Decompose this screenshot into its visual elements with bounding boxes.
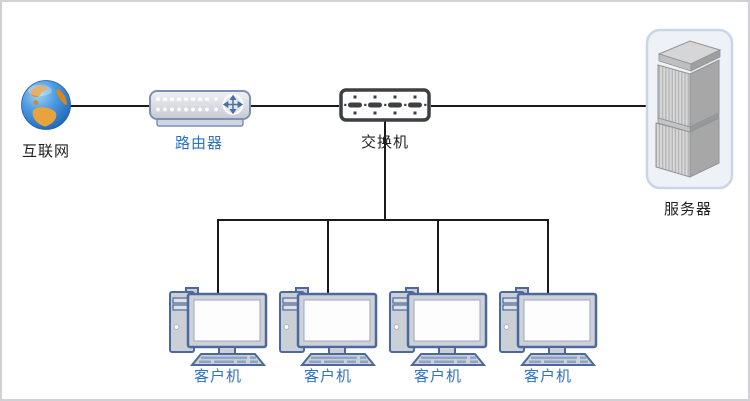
switch-icon[interactable] <box>339 87 431 123</box>
desktop-computer-icon[interactable] <box>388 286 488 366</box>
router-icon[interactable] <box>148 88 252 130</box>
server-label: 服务器 <box>663 201 712 218</box>
client-1-label: 客户机 <box>193 368 242 385</box>
server-icon[interactable] <box>645 28 734 192</box>
globe-icon[interactable] <box>20 79 72 131</box>
client-2-label: 客户机 <box>303 368 352 385</box>
desktop-computer-icon[interactable] <box>498 286 598 366</box>
link-switch-bus <box>384 119 386 220</box>
link-switch-server <box>431 105 648 107</box>
link-bus-client-1 <box>217 220 219 298</box>
internet-label: 互联网 <box>21 143 70 160</box>
link-bus <box>217 219 549 221</box>
router-label: 路由器 <box>174 135 223 152</box>
link-internet-router <box>69 105 150 107</box>
link-bus-client-2 <box>327 220 329 298</box>
link-bus-client-3 <box>437 220 439 298</box>
client-3-label: 客户机 <box>413 368 462 385</box>
desktop-computer-icon[interactable] <box>278 286 378 366</box>
switch-label: 交换机 <box>360 134 409 151</box>
link-router-switch <box>250 105 339 107</box>
client-4-label: 客户机 <box>523 368 572 385</box>
link-bus-client-4 <box>547 220 549 298</box>
desktop-computer-icon[interactable] <box>168 286 268 366</box>
